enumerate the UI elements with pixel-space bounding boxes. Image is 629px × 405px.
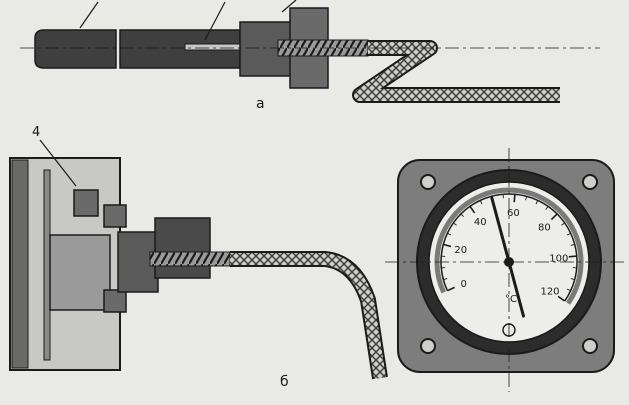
gauge-scale-arc: [440, 193, 578, 302]
gauge-bourdon: [73, 189, 99, 217]
gauge-needle: [490, 196, 525, 318]
gauge-tick: [557, 295, 566, 302]
gauge-tick: [469, 205, 476, 214]
gauge-tick: [550, 213, 558, 221]
tick-label-40: 40: [474, 217, 487, 228]
gauge-screw-bottom: [103, 289, 127, 313]
gauge-tick: [535, 200, 539, 205]
gauge-tick: [570, 278, 575, 281]
tick-label-20: 20: [454, 245, 467, 256]
gauge-tick: [570, 243, 575, 246]
leader-line-3: [281, 0, 297, 13]
gauge-tick: [545, 206, 549, 210]
gauge-tick: [453, 222, 457, 226]
gauge-spring: [149, 251, 231, 267]
label-part-b: б: [280, 374, 289, 390]
gauge-hose: [230, 253, 386, 379]
gauge-tick: [447, 286, 455, 292]
gauge-dial-plate: [43, 169, 51, 361]
gauge-tick: [479, 200, 483, 205]
gauge-nut: [154, 217, 211, 279]
probe-assembly: а: [20, 0, 600, 112]
gauge-tick: [513, 194, 516, 203]
gauge-tick: [566, 288, 571, 292]
tick-label-80: 80: [538, 223, 551, 234]
gauge-unit: °C: [505, 294, 517, 305]
tick-label-100: 100: [549, 254, 568, 265]
gauge-tick-marks: [441, 194, 577, 302]
tick-label-120: 120: [540, 287, 559, 298]
gauge-section: 4 б: [9, 125, 388, 390]
gauge-glass: [11, 159, 29, 369]
gauge-tick: [566, 232, 571, 236]
mounting-hole-br: [582, 338, 598, 354]
gauge-tick: [460, 213, 465, 218]
gauge-mechanism: [49, 234, 111, 311]
gauge-screw-top: [103, 204, 127, 228]
callout-number: 4: [32, 125, 40, 140]
probe-tip: [34, 29, 117, 69]
leader-line-1: [79, 1, 99, 29]
gauge-tick: [525, 196, 528, 201]
gauge-tick: [568, 255, 577, 258]
mounting-hole-tl: [420, 174, 436, 190]
gauge-tick: [561, 222, 565, 226]
tick-label-60: 60: [507, 208, 520, 219]
callout-leader: [39, 139, 77, 187]
gauge-tick: [447, 232, 452, 236]
mounting-hole-tr: [582, 174, 598, 190]
mounting-hole-bl: [420, 338, 436, 354]
gauge-tick: [443, 278, 448, 281]
gauge-tick: [443, 243, 452, 248]
label-part-a: а: [256, 96, 265, 112]
tick-label-0: 0: [461, 279, 467, 290]
gauge-scale-band: [434, 187, 584, 305]
leader-line-2: [204, 1, 226, 41]
gauge-front-view: 0 20 40 60 80 100 120 °C: [385, 148, 628, 392]
